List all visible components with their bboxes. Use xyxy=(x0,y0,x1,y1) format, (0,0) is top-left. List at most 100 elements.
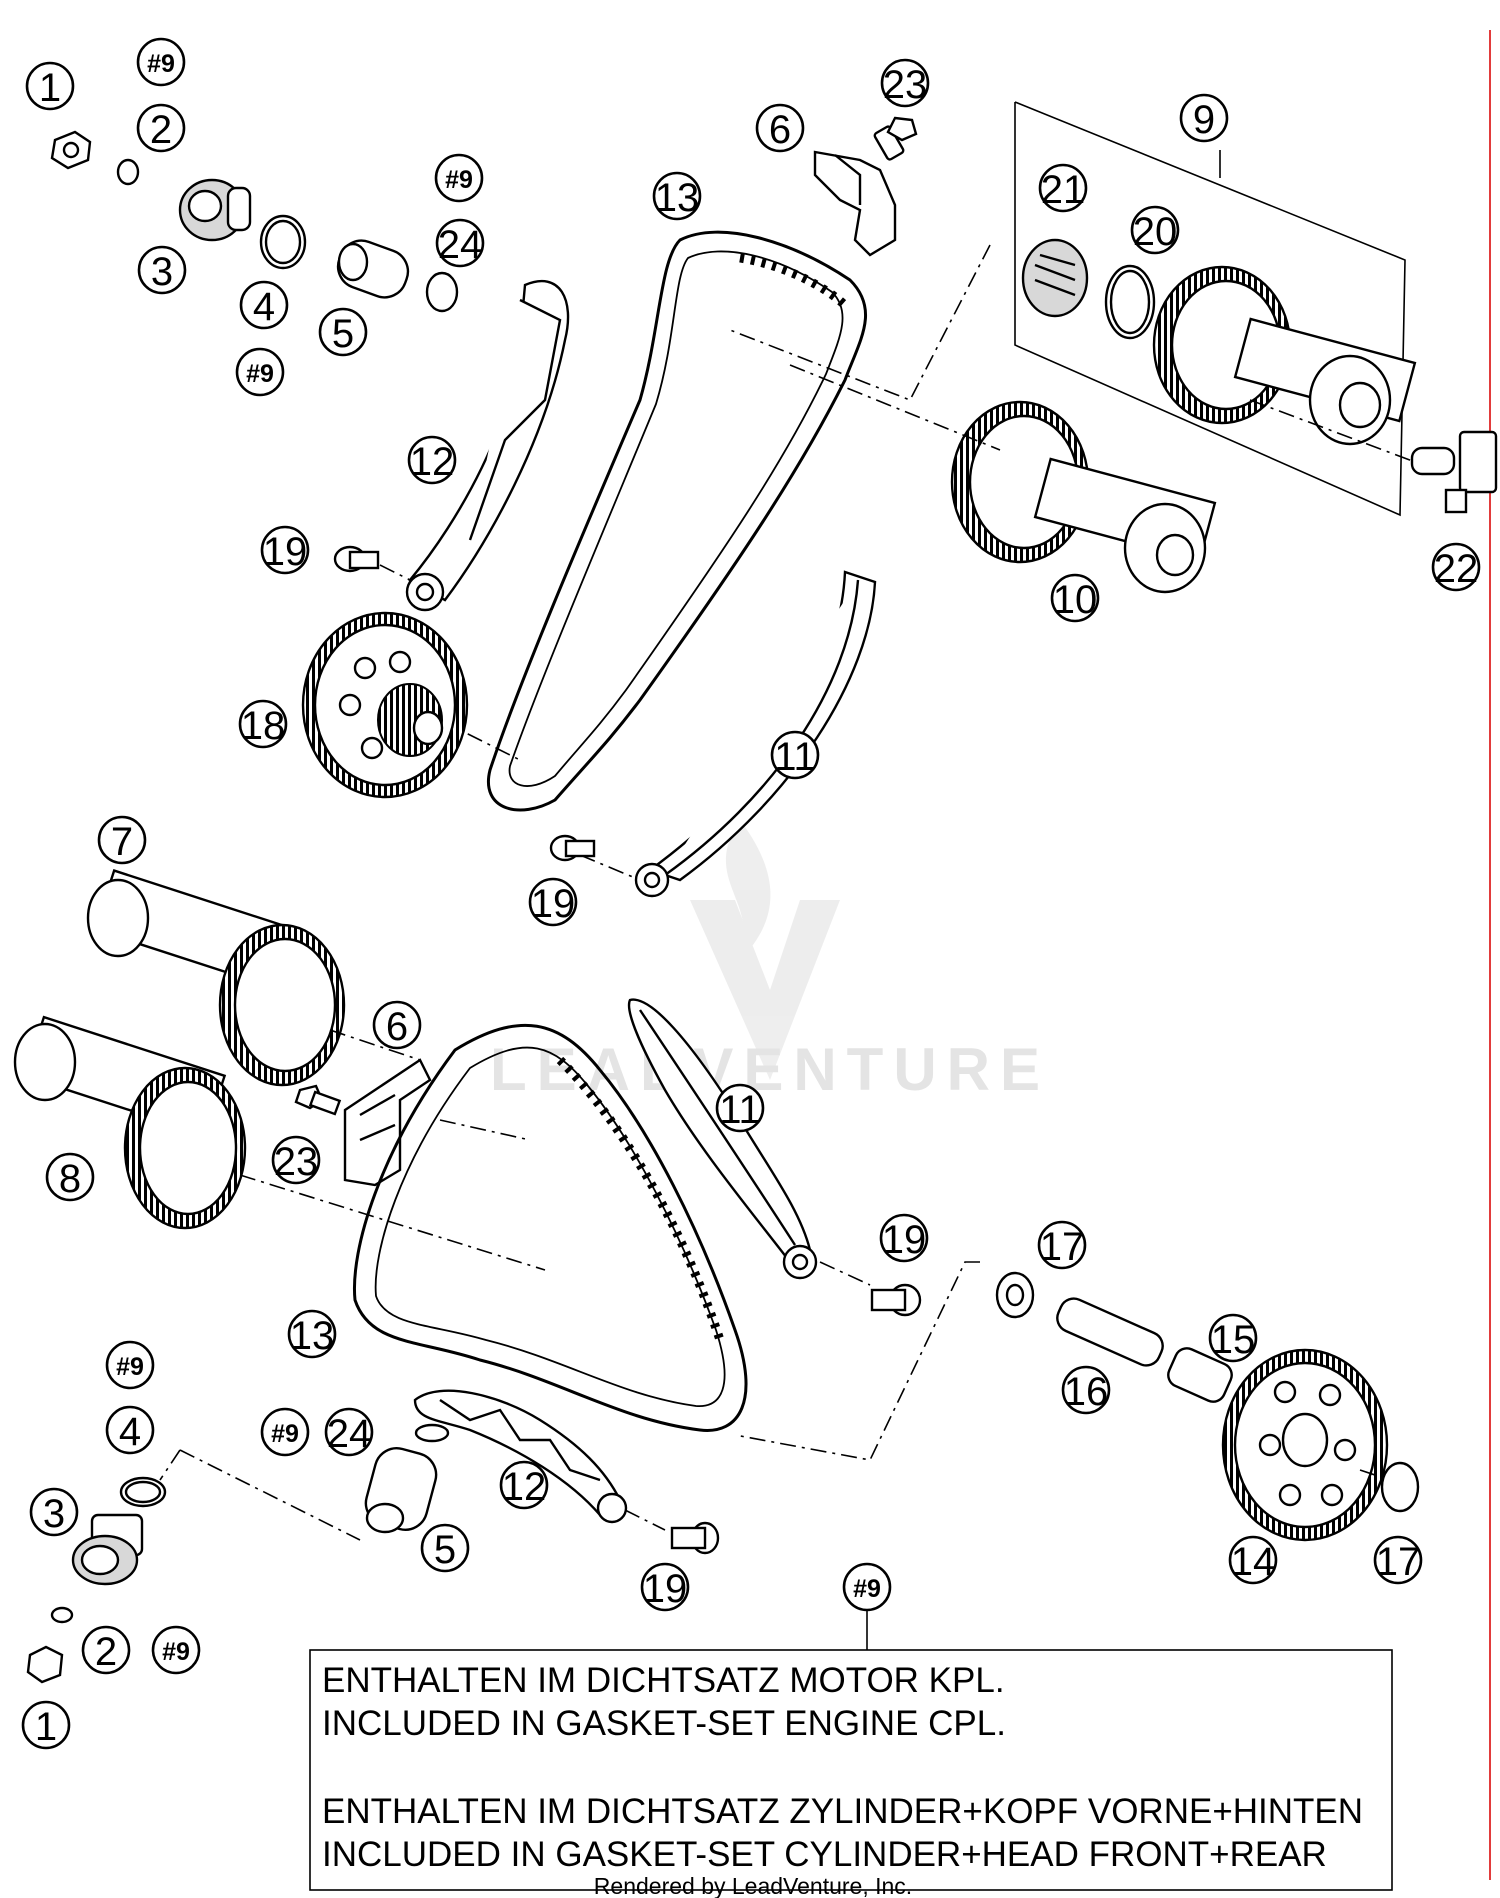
callout-part-14: 14 xyxy=(1228,1535,1278,1585)
svg-text:12: 12 xyxy=(410,440,455,484)
note-box xyxy=(309,1649,1393,1891)
callout-part-9: 9 xyxy=(1179,93,1229,143)
leader-line-top-bolt19b xyxy=(379,564,411,581)
o-ring-part-4-bottom xyxy=(119,1476,167,1508)
svg-text:#9: #9 xyxy=(271,1420,299,1448)
assembly-box-part-9 xyxy=(1014,101,1406,517)
callout-part-10: 10 xyxy=(1050,573,1100,623)
washer-part-17-lower xyxy=(1380,1461,1420,1513)
bevel-gear-part-21 xyxy=(1021,238,1089,318)
guide-rail-part-12-bottom xyxy=(413,1389,628,1524)
callout-part-12: 12 xyxy=(499,1460,549,1510)
svg-text:18: 18 xyxy=(241,704,286,748)
bolt-part-23-top xyxy=(873,116,918,161)
camshaft-part-8 xyxy=(13,1015,247,1230)
bolt-part-23-bottom xyxy=(294,1084,342,1116)
timing-chain-part-13-bottom xyxy=(352,1023,748,1432)
callout-part-24: 24 xyxy=(324,1407,374,1457)
note-line-4: INCLUDED IN GASKET-SET CYLINDER+HEAD FRO… xyxy=(322,1835,1327,1874)
svg-text:19: 19 xyxy=(643,1567,688,1611)
callout-gasket-set: #9 xyxy=(136,37,186,87)
callout-part-6: 6 xyxy=(755,103,805,153)
callout-part-5: 5 xyxy=(420,1523,470,1573)
svg-text:1: 1 xyxy=(35,1705,57,1749)
leader-line-top-sensor xyxy=(1249,399,1416,463)
svg-text:11: 11 xyxy=(774,735,816,779)
callout-labels: 1 #9 2 3 4 #9 5 #9 24 6 23 13 9 21 20 12… xyxy=(21,37,1481,1750)
bolt-part-19-bottom xyxy=(670,1521,720,1555)
callout-part-6: 6 xyxy=(372,1000,422,1050)
callout-part-20: 20 xyxy=(1130,205,1180,255)
washer-part-2-top xyxy=(116,158,140,186)
callout-part-2: 2 xyxy=(81,1625,131,1675)
svg-text:4: 4 xyxy=(119,1410,141,1454)
tensioner-body-part-3-bottom xyxy=(71,1513,144,1586)
bolt-part-19-top xyxy=(333,545,380,573)
svg-text:#9: #9 xyxy=(853,1575,881,1603)
washer-part-2-bottom xyxy=(50,1606,74,1624)
callout-part-23: 23 xyxy=(880,58,930,108)
bolt-part-19-middle xyxy=(549,834,596,862)
callout-part-13: 13 xyxy=(652,171,702,221)
o-ring-part-20 xyxy=(1104,264,1156,340)
leader-line-bolt19-bottom xyxy=(624,1509,666,1531)
bushing-part-15 xyxy=(1167,1347,1233,1403)
svg-text:#9: #9 xyxy=(147,50,175,78)
leader-line-top-cam xyxy=(789,364,1001,451)
callout-part-3: 3 xyxy=(137,245,187,295)
leader-line-bottom-right-shaft xyxy=(734,1261,980,1461)
callout-part-5: 5 xyxy=(318,307,368,357)
ring-part-24-top xyxy=(425,271,459,313)
svg-text:13: 13 xyxy=(655,176,700,220)
leader-line-tensioner-bottom xyxy=(179,1449,361,1541)
watermark-logo xyxy=(690,820,840,1080)
watermark-text: LEADVENTURE xyxy=(490,1036,1050,1103)
svg-text:#9: #9 xyxy=(246,360,274,388)
chain-tensioner-part-6-top xyxy=(813,150,897,257)
svg-text:24: 24 xyxy=(327,1412,372,1456)
svg-text:8: 8 xyxy=(59,1157,81,1201)
callout-part-11: 11 xyxy=(770,730,820,780)
callout-part-19: 19 xyxy=(528,877,578,927)
callout-gasket-set: #9 xyxy=(105,1340,155,1390)
tensioner-body-part-3-top xyxy=(178,178,252,242)
note-line-3: ENTHALTEN IM DICHTSATZ ZYLINDER+KOPF VOR… xyxy=(322,1792,1363,1831)
callout-part-24: 24 xyxy=(435,218,485,268)
svg-text:3: 3 xyxy=(151,250,173,294)
callout-part-16: 16 xyxy=(1061,1365,1111,1415)
svg-text:10: 10 xyxy=(1053,578,1098,622)
leader-line-gear14 xyxy=(1359,1469,1391,1481)
note-line-2: INCLUDED IN GASKET-SET ENGINE CPL. xyxy=(322,1704,1006,1743)
camshaft-assembly-in-box xyxy=(1152,265,1417,446)
svg-text:7: 7 xyxy=(111,820,133,864)
callout-part-11: 11 xyxy=(715,1083,765,1133)
svg-text:4: 4 xyxy=(253,285,275,329)
leader-line-top-assembly xyxy=(729,244,991,402)
svg-text:6: 6 xyxy=(769,108,791,152)
svg-text:11: 11 xyxy=(719,1088,761,1132)
shaft-part-16 xyxy=(1056,1297,1164,1367)
svg-text:23: 23 xyxy=(274,1140,319,1184)
intermediate-gear-part-18 xyxy=(301,611,469,799)
svg-text:5: 5 xyxy=(434,1528,456,1572)
callout-part-13: 13 xyxy=(287,1309,337,1359)
callout-part-17: 17 xyxy=(1037,1220,1087,1270)
svg-text:6: 6 xyxy=(386,1005,408,1049)
note-line-1: ENTHALTEN IM DICHTSATZ MOTOR KPL. xyxy=(322,1661,1005,1700)
ring-part-24-bottom xyxy=(414,1423,450,1443)
svg-text:19: 19 xyxy=(882,1218,927,1262)
svg-text:1: 1 xyxy=(39,66,61,110)
camshaft-part-10 xyxy=(950,400,1217,594)
washer-part-17-upper xyxy=(995,1271,1035,1319)
callout-part-1: 1 xyxy=(21,1700,71,1750)
svg-text:14: 14 xyxy=(1231,1540,1276,1584)
svg-text:16: 16 xyxy=(1064,1370,1109,1414)
callout-part-3: 3 xyxy=(29,1487,79,1537)
svg-text:5: 5 xyxy=(332,312,354,356)
svg-text:2: 2 xyxy=(95,1630,117,1674)
callout-part-15: 15 xyxy=(1208,1313,1258,1363)
svg-text:17: 17 xyxy=(1376,1540,1421,1584)
leader-line-cam-mid xyxy=(439,1119,531,1141)
callout-part-2: 2 xyxy=(136,103,186,153)
svg-text:23: 23 xyxy=(883,63,928,107)
